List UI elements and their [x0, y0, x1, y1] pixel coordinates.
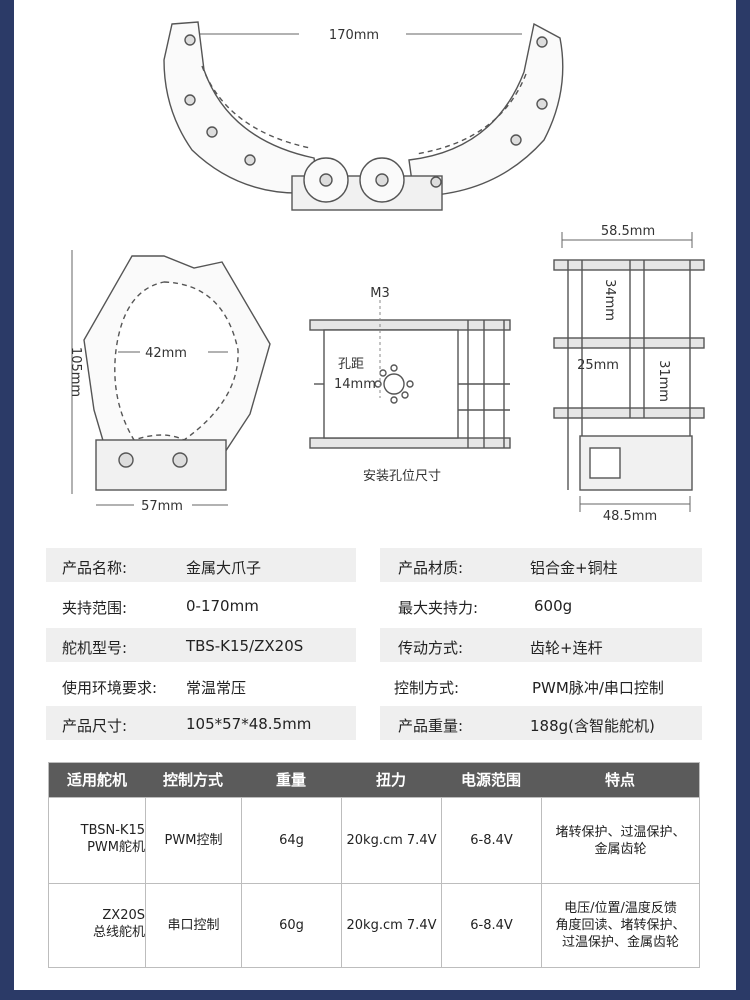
spec-label: 产品重量:: [398, 717, 464, 735]
dim-side-inner: 42mm: [145, 346, 187, 361]
spec-cell: 传动方式: 齿轮+连杆: [380, 628, 702, 662]
spec-value: 105*57*48.5mm: [186, 715, 312, 733]
spec-value: 188g(含智能舵机): [530, 717, 655, 735]
side-claw-drawing: [71, 250, 271, 506]
dim-side-width: 57mm: [141, 499, 183, 514]
table-cell-power: 6-8.4V: [441, 798, 541, 883]
technical-drawings: 170mm 105mm 42mm 57mm: [14, 0, 736, 540]
spec-value: 600g: [534, 597, 573, 615]
spec-value: 齿轮+连杆: [530, 639, 603, 657]
table-cell-control: PWM控制: [145, 798, 241, 883]
table-row: TBSN-K15 PWM舵机 PWM控制 64g 20kg.cm 7.4V 6-…: [49, 797, 699, 883]
dim-right-v1: 34mm: [602, 279, 617, 321]
spec-cell: 产品尺寸: 105*57*48.5mm: [46, 706, 356, 740]
feature-line: 电压/位置/温度反馈: [564, 901, 677, 916]
servo-type: 总线舵机: [92, 924, 145, 940]
table-cell-torque: 20kg.cm 7.4V: [341, 798, 441, 883]
feature-line: 金属齿轮: [594, 841, 647, 857]
spec-row: 产品尺寸: 105*57*48.5mm 产品重量: 188g(含智能舵机): [46, 706, 702, 740]
table-cell-weight: 64g: [241, 798, 341, 883]
spec-row: 夹持范围: 0-170mm 最大夹持力: 600g: [46, 588, 702, 622]
frame-bottom-border: [0, 990, 750, 1000]
dim-hole-spacing: 14mm: [334, 377, 376, 392]
spec-cell: 控制方式: PWM脉冲/串口控制: [380, 668, 702, 702]
table-header-cell: 特点: [604, 771, 635, 789]
table-row: ZX20S 总线舵机 串口控制 60g 20kg.cm 7.4V 6-8.4V …: [49, 883, 699, 967]
table-cell-features: 堵转保护、过温保护、 金属齿轮: [541, 798, 699, 883]
feature-line: 角度回读、堵转保护、: [555, 918, 686, 933]
feature-line: 过温保护、金属齿轮: [561, 935, 679, 950]
frame-right-border: [736, 0, 750, 1000]
table-header-row: 适用舵机 控制方式 重量 扭力 电源范围 特点: [49, 763, 699, 797]
spec-label: 传动方式:: [398, 639, 464, 657]
dim-hole-label: 孔距: [338, 357, 364, 372]
dim-right-top: 58.5mm: [601, 224, 655, 239]
table-header-cell: 控制方式: [162, 771, 223, 789]
mount-hole-drawing: [309, 300, 511, 449]
table-cell-servo: TBSN-K15 PWM舵机: [49, 798, 145, 883]
table-header-cell: 适用舵机: [66, 771, 127, 789]
table-cell-power: 6-8.4V: [441, 884, 541, 967]
dim-right-bottom: 48.5mm: [603, 509, 657, 524]
table-header-cell: 重量: [275, 771, 306, 789]
spec-value: 金属大爪子: [186, 559, 262, 577]
spec-label: 夹持范围:: [62, 599, 128, 617]
spec-value: TBS-K15/ZX20S: [186, 637, 304, 655]
spec-cell: 产品重量: 188g(含智能舵机): [380, 706, 702, 740]
spec-label: 使用环境要求:: [62, 679, 158, 697]
spec-cell: 舵机型号: TBS-K15/ZX20S: [46, 628, 356, 662]
dim-right-v2: 31mm: [656, 360, 671, 402]
servo-model: TBSN-K15: [80, 822, 145, 838]
drawings-svg: 170mm 105mm 42mm 57mm: [68, 21, 705, 524]
table-cell-weight: 60g: [241, 884, 341, 967]
spec-cell: 产品材质: 铝合金+铜柱: [380, 548, 702, 582]
spec-label: 产品材质:: [398, 559, 464, 577]
spec-value: 铝合金+铜柱: [530, 559, 618, 577]
spec-label: 最大夹持力:: [398, 599, 479, 617]
mount-caption: 安装孔位尺寸: [363, 469, 441, 484]
spec-cell: 夹持范围: 0-170mm: [46, 588, 356, 622]
table-cell-torque: 20kg.cm 7.4V: [341, 884, 441, 967]
spec-value: 常温常压: [186, 679, 247, 697]
spec-row: 产品名称: 金属大爪子 产品材质: 铝合金+铜柱: [46, 548, 702, 582]
spec-label: 控制方式:: [394, 679, 460, 697]
spec-cell: 最大夹持力: 600g: [380, 588, 702, 622]
right-frame-drawing: [553, 232, 705, 512]
table-header-cell: 电源范围: [460, 771, 521, 789]
table-header-cell: 扭力: [375, 771, 406, 789]
feature-line: 堵转保护、过温保护、: [555, 824, 686, 840]
servo-model: ZX20S: [102, 907, 145, 923]
spec-row: 舵机型号: TBS-K15/ZX20S 传动方式: 齿轮+连杆: [46, 628, 702, 662]
dim-top-width: 170mm: [329, 28, 379, 43]
servo-type: PWM舵机: [87, 839, 145, 855]
spec-cell: 使用环境要求: 常温常压: [46, 668, 356, 702]
spec-cell: 产品名称: 金属大爪子: [46, 548, 356, 582]
servo-table: 适用舵机 控制方式 重量 扭力 电源范围 特点 TBSN-K15 PWM舵机 P…: [48, 762, 700, 968]
spec-value: 0-170mm: [186, 597, 259, 615]
spec-value: PWM脉冲/串口控制: [532, 679, 664, 697]
dim-right-h: 25mm: [577, 358, 619, 373]
spec-label: 舵机型号:: [62, 639, 128, 657]
table-cell-servo: ZX20S 总线舵机: [49, 884, 145, 967]
spec-label: 产品名称:: [62, 559, 128, 577]
spec-row: 使用环境要求: 常温常压 控制方式: PWM脉冲/串口控制: [46, 668, 702, 702]
dim-m3: M3: [370, 286, 390, 301]
table-cell-features: 电压/位置/温度反馈 角度回读、堵转保护、 过温保护、金属齿轮: [541, 884, 699, 967]
dim-side-height: 105mm: [68, 347, 83, 397]
table-cell-control: 串口控制: [145, 884, 241, 967]
top-claw-drawing: [163, 21, 564, 211]
spec-label: 产品尺寸:: [62, 717, 128, 735]
frame-left-border: [0, 0, 14, 1000]
